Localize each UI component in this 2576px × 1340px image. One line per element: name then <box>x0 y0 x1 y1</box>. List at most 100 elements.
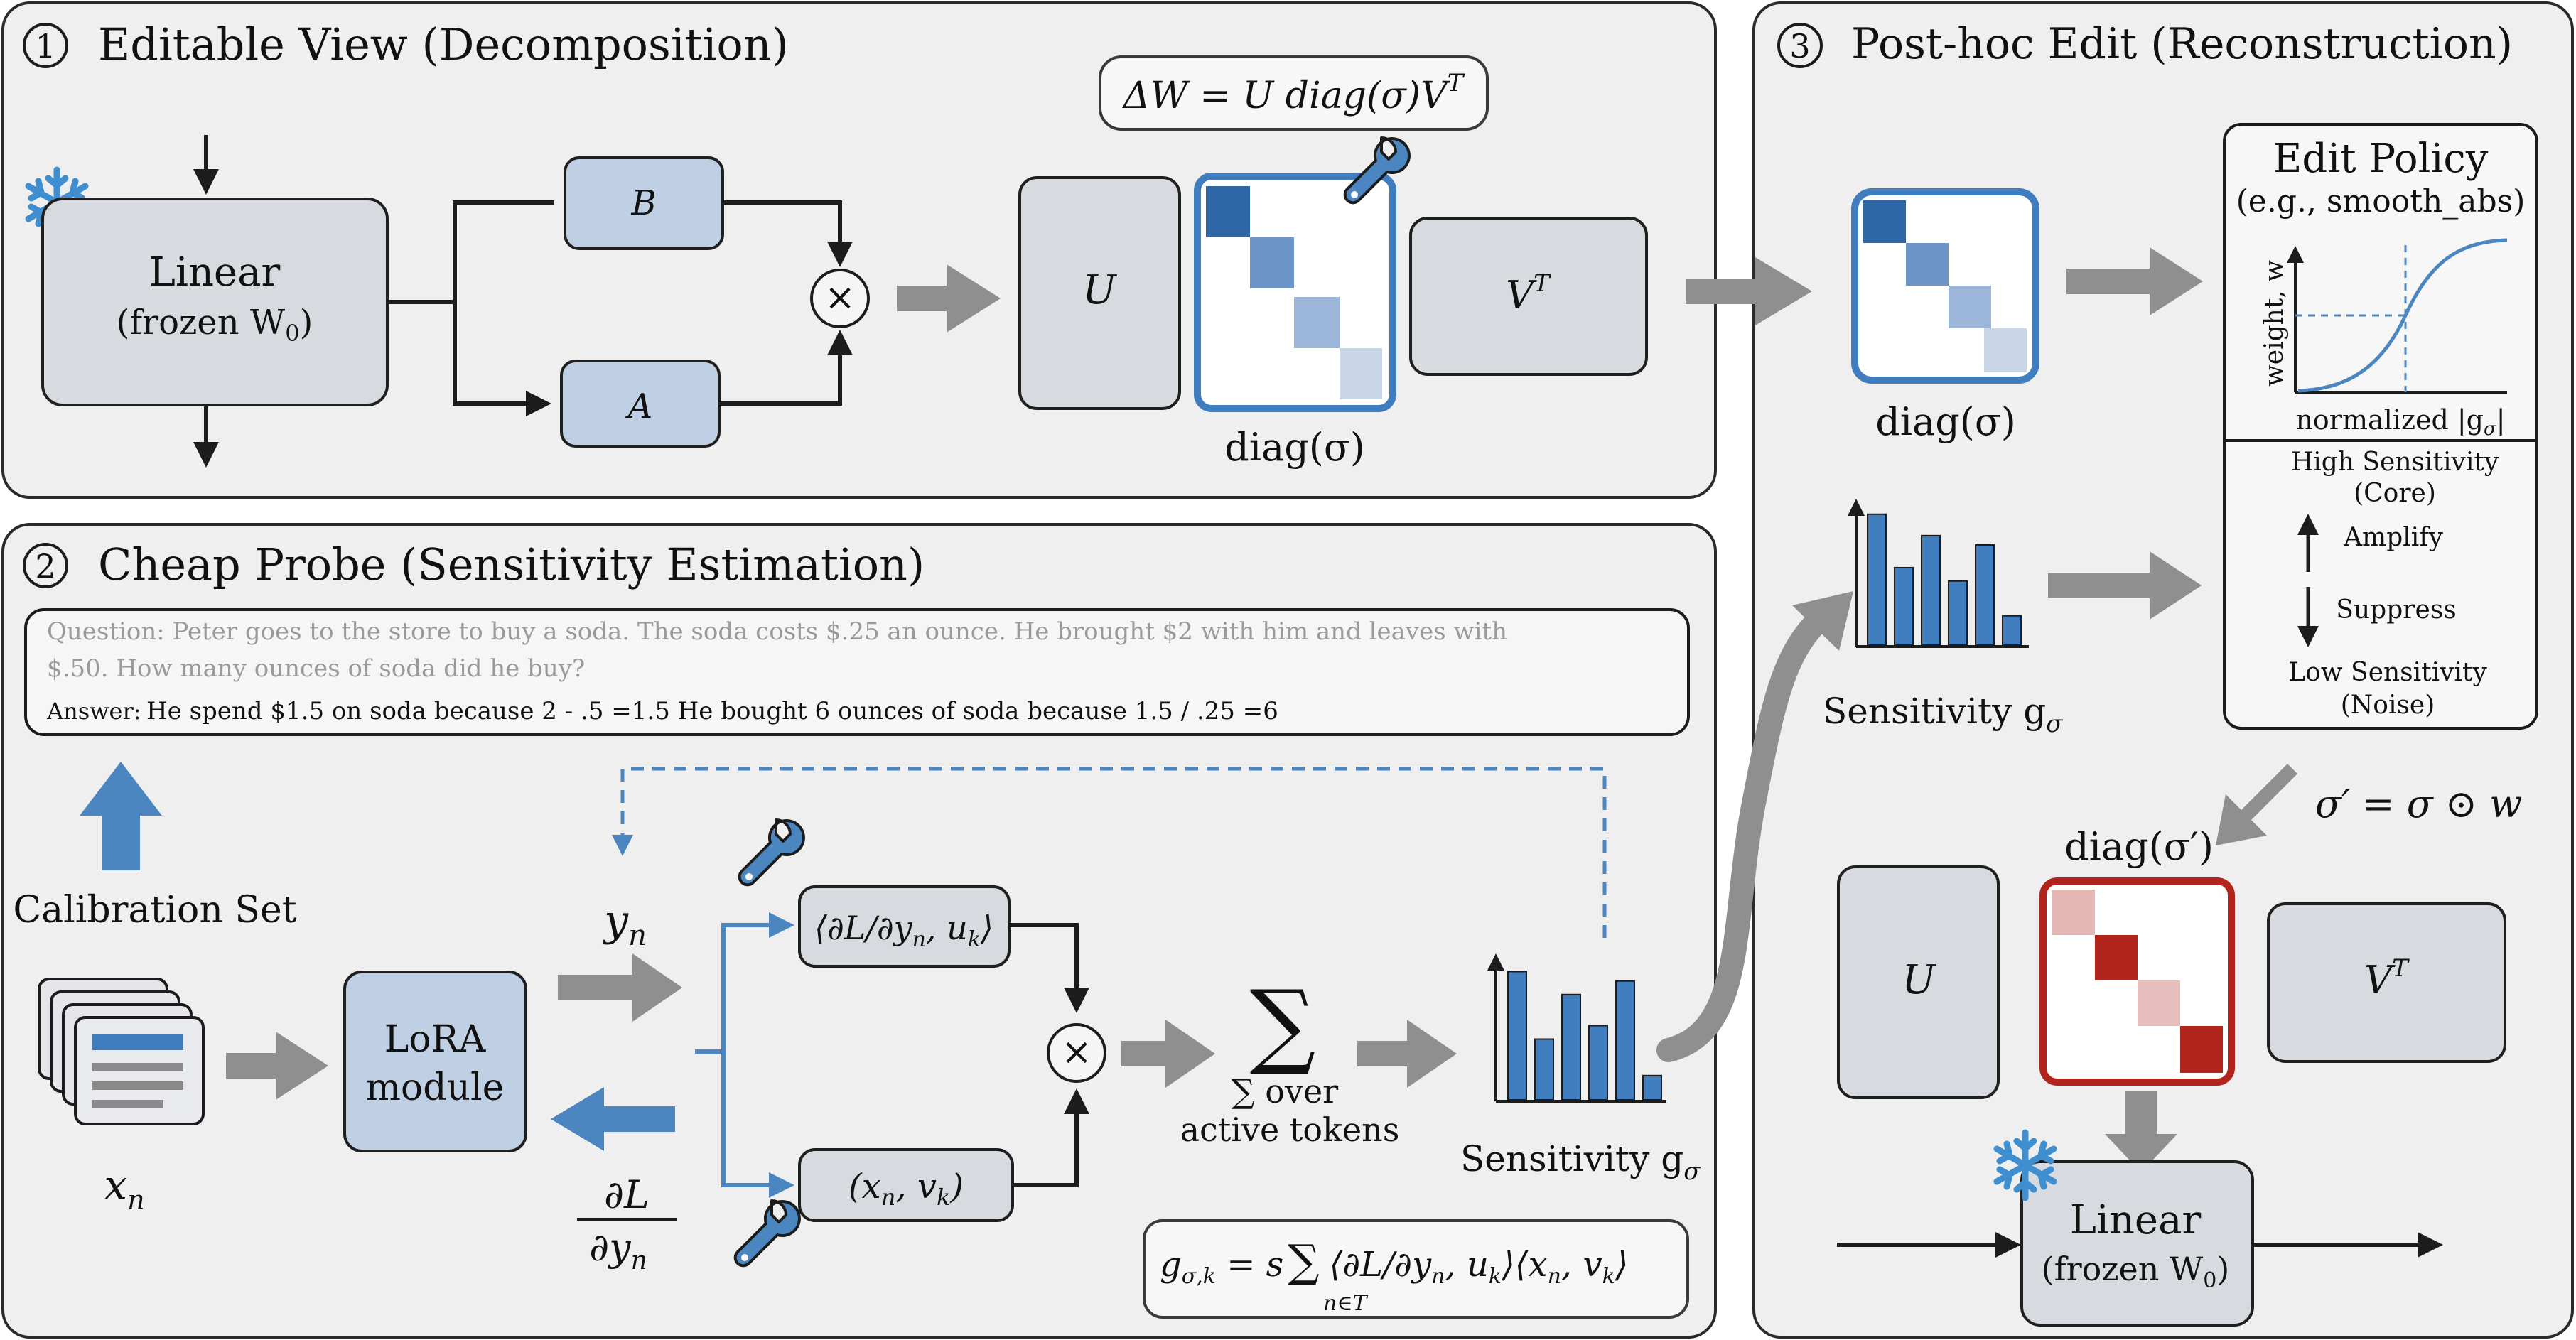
panel-title: Cheap Probe (Sensitivity Estimation) <box>98 539 925 590</box>
xn-label: xn <box>104 1161 144 1216</box>
u-matrix-box <box>1837 865 2000 1099</box>
sensitivity-bar-chart <box>1848 499 2029 648</box>
a-to-multiply <box>719 330 853 406</box>
answer-prefix: Answer: <box>46 698 141 725</box>
lora-label-line2: module <box>366 1066 505 1109</box>
policy-curve <box>2297 238 2508 393</box>
plot-x-label: normalized |gσ| <box>2295 404 2505 440</box>
linear-sub-label: (frozen W0) <box>117 303 313 347</box>
flow-arrow-to-panel3 <box>1686 257 1812 325</box>
question-line-1: Question: Peter goes to the store to buy… <box>47 617 1507 646</box>
panel-number: 3 <box>1789 27 1810 65</box>
diag-label: diag(σ) <box>1224 425 1365 470</box>
flow-arrow-to-sum <box>1121 1020 1215 1088</box>
question-line-2: $.50. How many ounces of soda did he buy… <box>47 654 585 683</box>
diag-cell-2 <box>1906 243 1949 286</box>
diag-prime-cell-3 <box>2138 980 2180 1026</box>
curved-connector-arrow <box>1656 607 1831 1062</box>
multiply-operator-icon <box>1047 1023 1106 1083</box>
linear-sub-label: (frozen W0) <box>2042 1250 2230 1293</box>
sensitivity-label: Sensitivity gσ <box>1460 1138 1701 1186</box>
calibration-label: Calibration Set <box>13 889 296 931</box>
top-to-multiply <box>1009 923 1089 1013</box>
branch-to-bottom-inner <box>721 1052 794 1198</box>
amplify-label: Amplify <box>2343 523 2444 552</box>
linear-label: Linear <box>2070 1197 2202 1243</box>
policy-subtitle: (e.g., smooth_abs) <box>2236 183 2526 220</box>
inner-product-u: ⟨∂L/∂yn, uk⟩ <box>814 909 993 952</box>
calibration-up-arrow <box>80 762 162 870</box>
b-to-multiply <box>723 200 853 267</box>
branch-to-a <box>453 302 551 416</box>
grad-label: ∂L ∂yn <box>577 1172 677 1275</box>
sensitivity-bar <box>1975 544 1995 646</box>
u-label: U <box>1082 267 1117 313</box>
sum-caption-line1: ∑ over <box>1232 1072 1338 1111</box>
panel-title: Post-hoc Edit (Reconstruction) <box>1851 19 2513 69</box>
sensitivity-bar <box>1588 1025 1608 1101</box>
diag-cell-1 <box>1863 200 1906 243</box>
u-label: U <box>1902 957 1936 1003</box>
sigma-prime-formula: σ′ = σ ⊙ w <box>2315 782 2522 826</box>
forward-arrow <box>558 953 682 1022</box>
edit-policy-box <box>2223 123 2538 730</box>
sensitivity-label: Sensitivity gσ <box>1823 691 2063 738</box>
panel-editable-view: 1 Editable View (Decomposition) Linear (… <box>1 1 1717 499</box>
a-label: A <box>625 387 653 426</box>
sensitivity-bar <box>1642 1074 1662 1101</box>
sensitivity-bar <box>1948 580 1968 647</box>
vt-matrix-box <box>1409 217 1648 376</box>
u-matrix-box <box>1018 176 1181 410</box>
sensitivity-bar <box>2002 615 2022 647</box>
panel-post-hoc-edit: 3 Post-hoc Edit (Reconstruction) diag(σ)… <box>1686 1 2574 1339</box>
high-sensitivity-label: High Sensitivity <box>2291 448 2499 477</box>
panel-number: 2 <box>35 547 55 585</box>
suppress-label: Suppress <box>2336 595 2456 625</box>
policy-title: Edit Policy <box>2273 136 2489 182</box>
calibration-example-box <box>24 608 1690 736</box>
delta-w-formula-box <box>1099 55 1489 131</box>
sensitivity-bar <box>1921 534 1941 647</box>
lora-module-box <box>343 971 527 1152</box>
low-sensitivity-sub: (Noise) <box>2341 691 2435 720</box>
multiply-symbol: × <box>1061 1031 1092 1074</box>
policy-curve-plot: weight, w normalized |gσ| <box>2260 238 2508 440</box>
sensitivity-bar <box>1561 993 1581 1101</box>
flow-arrow-to-lora <box>226 1032 328 1100</box>
low-sensitivity-label: Low Sensitivity <box>2288 658 2487 687</box>
diag-cell-3 <box>1949 286 1991 328</box>
curved-connector-arrowhead <box>1792 591 1853 651</box>
diag-prime-cell-4 <box>2180 1026 2223 1073</box>
sum-index: n∈T <box>1323 1291 1369 1316</box>
vt-label: VT <box>2364 954 2410 1003</box>
sensitivity-bar <box>1534 1038 1554 1101</box>
plot-y-label: weight, w <box>2260 260 2289 387</box>
yn-label: yn <box>602 896 647 952</box>
multiply-symbol: × <box>824 276 856 319</box>
bottom-to-multiply <box>1013 1088 1089 1187</box>
svg-text:∂L: ∂L <box>604 1172 650 1217</box>
panel-number-badge <box>1777 23 1823 68</box>
diag-prime-cell-2 <box>2095 935 2138 980</box>
diag-cell-3 <box>1294 297 1340 348</box>
sensitivity-bar <box>1507 971 1527 1101</box>
branch-to-top-inner <box>695 912 794 1054</box>
multiply-operator-icon <box>810 269 870 328</box>
high-sensitivity-sub: (Core) <box>2354 479 2436 508</box>
diag-label: diag(σ) <box>1875 399 2016 444</box>
sensitivity-bar <box>1615 980 1635 1101</box>
sensitivity-bar-chart <box>1487 953 1666 1103</box>
vt-label: VT <box>1506 269 1551 318</box>
flow-arrow-to-reconstruction <box>2216 747 2297 845</box>
flow-arrow-to-linear <box>2105 1091 2177 1172</box>
diag-prime-cell-1 <box>2052 890 2095 935</box>
diag-cell-2 <box>1250 237 1294 288</box>
sum-symbol: ∑ <box>1250 970 1316 1078</box>
sum-caption-line2: active tokens <box>1180 1111 1400 1149</box>
linear-label: Linear <box>149 249 281 296</box>
linear-frozen-box <box>41 198 389 406</box>
b-label: B <box>630 183 656 223</box>
panel-number: 1 <box>35 27 55 65</box>
linear-frozen-box <box>2020 1160 2254 1327</box>
